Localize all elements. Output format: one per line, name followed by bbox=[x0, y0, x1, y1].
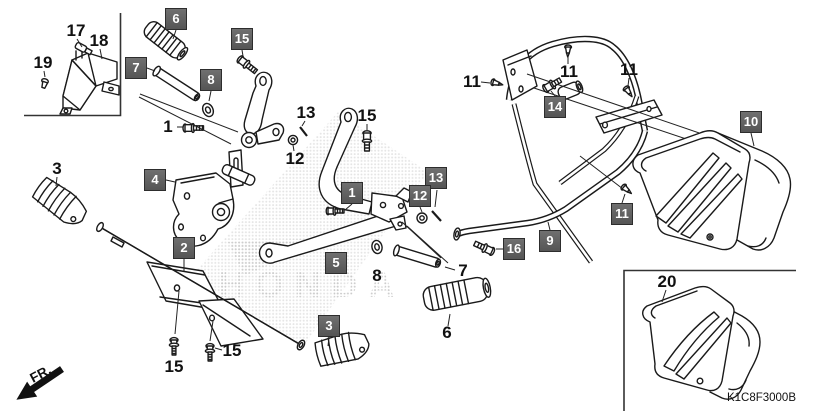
callout-6: 6 bbox=[442, 323, 452, 342]
callout-19: 19 bbox=[33, 53, 53, 72]
callout-8: 8 bbox=[372, 266, 382, 285]
part-17-screw bbox=[74, 41, 93, 56]
callout-20: 20 bbox=[657, 272, 677, 291]
part-12-washer-top bbox=[287, 134, 299, 146]
part-18-bracket bbox=[59, 48, 120, 115]
part-8-washer-top bbox=[201, 102, 215, 118]
callout-box-8: 8 bbox=[200, 69, 222, 91]
callout-box-3: 3 bbox=[318, 315, 340, 337]
callout-11-a: 11 bbox=[463, 72, 481, 91]
callout-13: 13 bbox=[296, 103, 316, 122]
callout-1: 1 bbox=[163, 117, 173, 136]
part-13-pin-top bbox=[299, 126, 308, 137]
inset-border-topleft bbox=[24, 13, 122, 117]
callout-box-5: 5 bbox=[325, 252, 347, 274]
part-11-screw-a bbox=[490, 78, 504, 87]
fr-arrow: FR. bbox=[16, 362, 64, 400]
part-10-cover bbox=[632, 130, 792, 251]
callout-box-2: 2 bbox=[173, 237, 195, 259]
callout-box-9: 9 bbox=[539, 230, 561, 252]
part-11-screw-b bbox=[564, 44, 573, 58]
part-19-screw bbox=[40, 77, 50, 89]
part-11-screw-d bbox=[620, 183, 633, 195]
callout-11-c: 11 bbox=[620, 60, 638, 79]
callout-box-10: 10 bbox=[740, 111, 762, 133]
callout-12: 12 bbox=[285, 149, 305, 168]
callout-18: 18 bbox=[89, 31, 109, 50]
carrier-details bbox=[453, 49, 663, 241]
callout-3: 3 bbox=[52, 159, 62, 178]
callout-11-b: 11 bbox=[560, 62, 578, 81]
part-8-washer-bottom bbox=[371, 239, 383, 255]
callout-box-7: 7 bbox=[125, 57, 147, 79]
part-3-peg-left bbox=[31, 176, 88, 225]
link-cylinder bbox=[221, 164, 256, 186]
watermark-text: HONDA bbox=[219, 264, 406, 305]
callout-box-13: 13 bbox=[425, 167, 447, 189]
part-15-bolt-bottom-a bbox=[168, 336, 180, 356]
callout-box-4: 4 bbox=[144, 169, 166, 191]
part-13-pin-bottom bbox=[431, 210, 442, 222]
part-20-cover bbox=[642, 285, 761, 400]
part-15-bolt-bottom-b bbox=[204, 342, 216, 362]
callout-box-1: 1 bbox=[341, 182, 363, 204]
part-15-bolt-top bbox=[236, 55, 259, 75]
part-14-bolt bbox=[542, 77, 563, 94]
part-11-screw-c bbox=[622, 85, 633, 98]
callout-17: 17 bbox=[66, 21, 86, 40]
part-16-bolt bbox=[472, 240, 496, 257]
part-7-pin-bottom bbox=[392, 244, 442, 268]
part-12-washer-bottom bbox=[416, 212, 428, 224]
callout-box-12: 12 bbox=[409, 185, 431, 207]
diagram-code: K1C8F3000B bbox=[727, 392, 796, 404]
part-6-rubber-top bbox=[143, 21, 189, 61]
callout-15-c: 15 bbox=[222, 341, 242, 360]
callout-box-16: 16 bbox=[503, 238, 525, 260]
fr-label: FR. bbox=[27, 362, 53, 385]
part-4-bracket bbox=[172, 172, 235, 247]
part-2-step-bar bbox=[96, 221, 306, 351]
callout-box-15: 15 bbox=[231, 28, 253, 50]
callout-7: 7 bbox=[458, 261, 468, 280]
part-9-carrier bbox=[456, 35, 649, 264]
callout-box-11: 11 bbox=[611, 203, 633, 225]
inset-border-bottomright bbox=[623, 269, 796, 411]
part-1-bolt-center bbox=[325, 206, 345, 216]
leader-lines bbox=[55, 29, 755, 347]
callout-15-a: 15 bbox=[357, 106, 377, 125]
part-7-pin-top bbox=[152, 65, 201, 102]
part-6-rubber-bottom bbox=[422, 276, 492, 311]
callout-15-b: 15 bbox=[164, 357, 184, 376]
callout-box-14: 14 bbox=[544, 96, 566, 118]
callout-box-6: 6 bbox=[165, 8, 187, 30]
